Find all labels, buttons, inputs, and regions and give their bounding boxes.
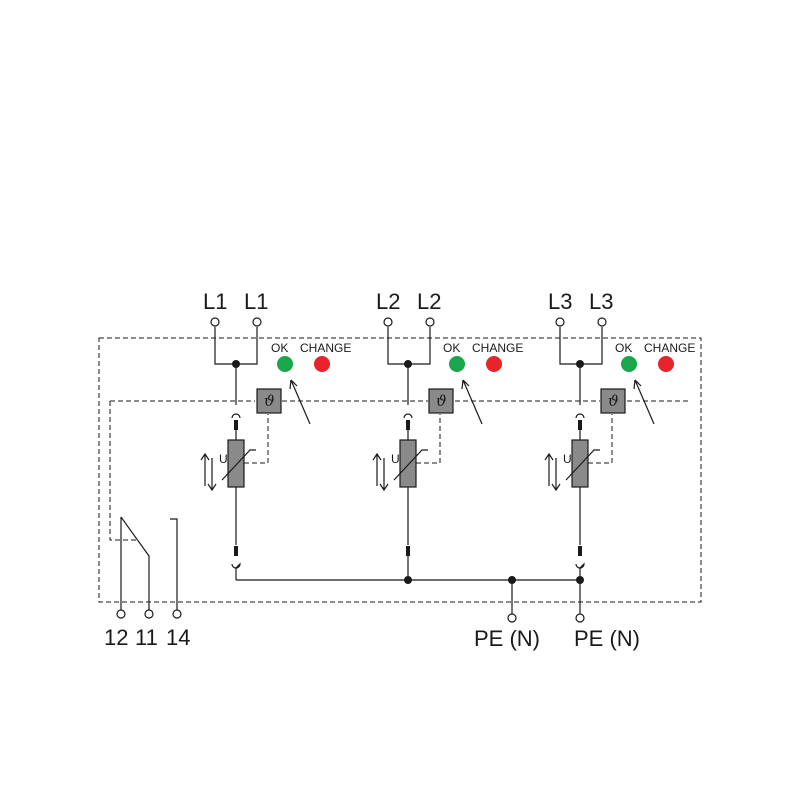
contact-11-terminal: [144, 609, 154, 619]
phase-3-ok-led: [621, 356, 637, 372]
phase-1-terminal-right: [252, 317, 262, 327]
phase-1-fuse-bottom: [234, 546, 238, 556]
thermal-link-left-drop: [109, 401, 138, 541]
phase-1-input-wires: [214, 327, 258, 365]
phase-1-junction: [232, 360, 240, 368]
phase-2-thermal-disconnector: [428, 388, 454, 414]
phase-1-fuse-arc-top: [231, 413, 241, 419]
phase-3-fuse-top: [578, 420, 582, 430]
remote-contact-group: 12 11 14: [104, 516, 190, 650]
enclosure-outline: [98, 337, 702, 603]
phase-1-thermal-disconnector: [256, 388, 282, 414]
phase-1-u-symbol: U: [219, 452, 228, 466]
phase-3-thermo-symbol: ϑ: [608, 392, 619, 410]
phase-3-fuse-bottom: [578, 546, 582, 556]
phase-2-thermo-link: [416, 414, 441, 464]
phase-2-fuse-top: [406, 420, 410, 430]
pe-1-label: PE (N): [474, 626, 540, 651]
contact-14-label: 14: [166, 625, 190, 650]
phase-3-change-label: CHANGE: [644, 341, 695, 355]
phase-3-label-left: L3: [548, 289, 572, 314]
contact-12-label: 12: [104, 625, 128, 650]
phase-3-terminal-left: [555, 317, 565, 327]
phase-3-fuse-arc-bottom: [575, 562, 585, 580]
contact-14-lead: [170, 518, 178, 614]
phase-2-u-symbol: U: [391, 452, 400, 466]
pe-bus-node-phase-2: [404, 576, 412, 584]
phase-3-thermo-link: [588, 414, 613, 464]
phase-1-thermo-symbol: ϑ: [264, 392, 275, 410]
phase-3-varistor-slash: [565, 449, 600, 481]
phase-3-ok-label: OK: [615, 341, 632, 355]
phase-3-varistor: [571, 439, 589, 488]
phase-1-label-left: L1: [203, 289, 227, 314]
phase-2-indicator-arrow: [461, 379, 483, 425]
pe-2-label: PE (N): [574, 626, 640, 651]
phase-1-fuse-top: [234, 420, 238, 430]
phase-3-indicator-arrow: [633, 379, 655, 425]
contact-11-label: 11: [135, 625, 158, 650]
pe-2-terminal: [575, 613, 585, 623]
phase-2-label-right: L2: [417, 289, 441, 314]
phase-1-label-right: L1: [244, 289, 268, 314]
phase-2-varistor: [399, 439, 417, 488]
phase-1-change-led: [314, 356, 330, 372]
phase-1-ok-led: [277, 356, 293, 372]
phase-1-ok-label: OK: [271, 341, 288, 355]
phase-2-varistor-slash: [393, 449, 428, 481]
phase-2-change-led: [486, 356, 502, 372]
phase-2-label-left: L2: [376, 289, 400, 314]
contact-14-terminal: [172, 609, 182, 619]
contact-11-lead: [120, 516, 150, 614]
phase-1-arrow-down: [207, 458, 217, 492]
phase-2-arrow-up: [372, 452, 382, 486]
phase-2-fuse-arc-top: [403, 413, 413, 419]
phase-1-varistor: [227, 439, 245, 488]
phase-3-thermal-disconnector: [600, 388, 626, 414]
phase-3-arrow-down: [551, 458, 561, 492]
phase-2-change-label: CHANGE: [472, 341, 523, 355]
contact-12-terminal: [116, 609, 126, 619]
phase-2-terminal-right: [425, 317, 435, 327]
phase-1-varistor-slash: [221, 449, 256, 481]
phase-1-group: L1 L1 U ϑ OK CHANGE: [200, 289, 351, 580]
phase-3-u-symbol: U: [563, 452, 572, 466]
phase-1-change-label: CHANGE: [300, 341, 351, 355]
phase-3-arrow-up: [544, 452, 554, 486]
phase-2-thermo-symbol: ϑ: [436, 392, 447, 410]
phase-3-fuse-arc-top: [575, 413, 585, 419]
phase-3-group: L3 L3 U ϑ OK CHANGE: [544, 289, 695, 580]
phase-2-group: L2 L2 U ϑ OK CHANGE: [372, 289, 523, 580]
phase-1-thermo-link: [244, 414, 269, 464]
phase-3-input-wires: [559, 327, 603, 365]
phase-2-input-wires: [387, 327, 431, 365]
phase-2-fuse-bottom: [406, 546, 410, 556]
phase-1-terminal-left: [210, 317, 220, 327]
phase-3-terminal-right: [597, 317, 607, 327]
phase-2-arrow-down: [379, 458, 389, 492]
phase-1-indicator-arrow: [289, 379, 311, 425]
phase-3-label-right: L3: [589, 289, 613, 314]
phase-2-junction: [404, 360, 412, 368]
pe-1-terminal: [507, 613, 517, 623]
phase-1-arrow-up: [200, 452, 210, 486]
phase-3-change-led: [658, 356, 674, 372]
phase-2-ok-label: OK: [443, 341, 460, 355]
phase-2-ok-led: [449, 356, 465, 372]
phase-2-terminal-left: [383, 317, 393, 327]
phase-1-fuse-arc-bottom: [231, 562, 241, 580]
phase-3-junction: [576, 360, 584, 368]
